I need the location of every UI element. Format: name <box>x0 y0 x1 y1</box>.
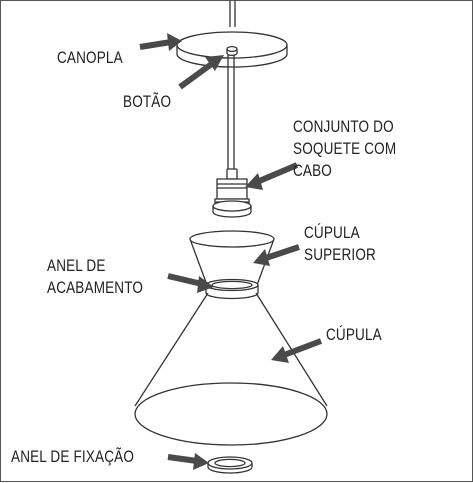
label-conjunto: CONJUNTO DO SOQUETE COM CABO <box>293 116 396 182</box>
label-botao: BOTÃO <box>123 91 171 113</box>
fixing-ring-part <box>207 456 253 474</box>
ceiling-cable <box>229 1 236 27</box>
arrow-cupula-superior <box>253 244 300 266</box>
canopy-part <box>176 31 288 68</box>
label-cupula-superior: CÚPULA SUPERIOR <box>304 222 376 266</box>
arrow-cupula <box>271 338 323 363</box>
label-cupula-text: CÚPULA <box>326 326 382 344</box>
label-botao-text: BOTÃO <box>123 93 172 111</box>
label-anel-acabamento-line-2: ACABAMENTO <box>47 279 144 297</box>
label-anel-fixacao: ANEL DE FIXAÇÃO <box>11 446 134 468</box>
arrow-canopla <box>139 33 182 51</box>
main-dome-part <box>134 292 328 446</box>
upper-dome-part <box>189 230 275 291</box>
label-anel-acabamento-line-1: ANEL DE <box>47 257 106 275</box>
arrow-anel-fixacao <box>167 453 209 470</box>
label-conjunto-line-2: SOQUETE COM <box>293 140 397 158</box>
label-cupula: CÚPULA <box>326 324 382 346</box>
socket-part <box>212 168 252 218</box>
arrow-anel-acabamento <box>167 273 214 293</box>
label-conjunto-line-3: CABO <box>293 162 333 180</box>
label-conjunto-line-1: CONJUNTO DO <box>293 118 394 136</box>
arrow-botao <box>178 55 224 90</box>
label-anel-acabamento: ANEL DE ACABAMENTO <box>47 255 143 299</box>
label-cupula-superior-line-1: CÚPULA <box>304 224 360 242</box>
label-anel-fixacao-text: ANEL DE FIXAÇÃO <box>11 448 135 466</box>
label-canopla-text: CANOPLA <box>57 49 123 67</box>
label-canopla: CANOPLA <box>57 47 123 69</box>
label-cupula-superior-line-2: SUPERIOR <box>304 246 376 264</box>
pendant-cable <box>227 55 235 179</box>
finishing-ring-part <box>205 278 259 300</box>
arrow-conjunto <box>245 162 299 190</box>
